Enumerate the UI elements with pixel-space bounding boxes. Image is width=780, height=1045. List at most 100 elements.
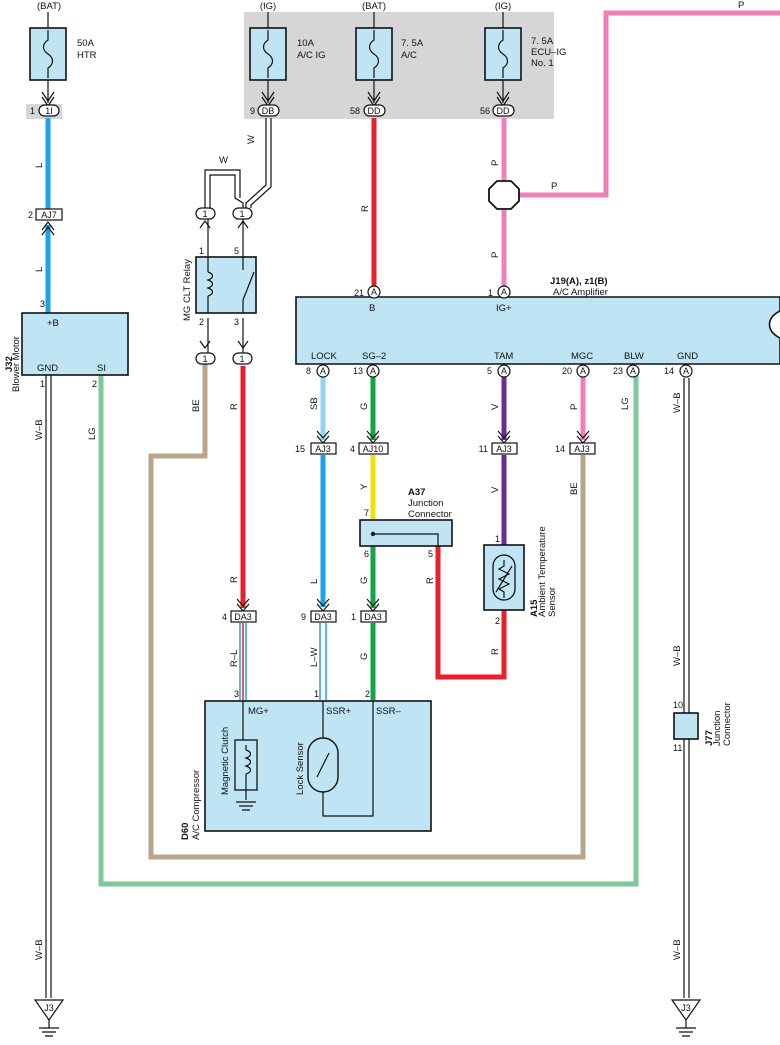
pin-number: 7 bbox=[364, 508, 369, 518]
wire-label-v: V bbox=[490, 403, 501, 410]
connector-aj3-lock: AJ3 15 bbox=[295, 430, 337, 455]
relay-connector-bottom-left: 1 bbox=[195, 340, 216, 365]
connector-rect bbox=[230, 610, 257, 623]
ground-triangle bbox=[33, 999, 65, 1022]
wire-pink-3 bbox=[519, 10, 780, 198]
wire-w-relay-a bbox=[204, 169, 241, 208]
wire-label-wb: W–B bbox=[34, 939, 45, 960]
connector-pill bbox=[257, 104, 280, 117]
junction-octagon bbox=[488, 180, 520, 210]
component-id: J32 bbox=[4, 356, 15, 372]
fuse-source-label: (BAT) bbox=[37, 1, 61, 12]
wire-label-wb: W–B bbox=[672, 939, 683, 960]
pin-number: 15 bbox=[295, 444, 305, 454]
connector-da3-r: DA3 4 bbox=[222, 598, 257, 623]
pin-number: 5 bbox=[234, 246, 239, 256]
pin-label-mg: MG+ bbox=[248, 706, 269, 717]
pin-circle bbox=[576, 364, 590, 378]
pin-number: 8 bbox=[306, 366, 311, 376]
connector-label: DA3 bbox=[314, 612, 332, 622]
wire-label-be: BE bbox=[191, 399, 202, 412]
pin-label-plus-b: +B bbox=[47, 318, 59, 329]
lock-sensor-return bbox=[322, 701, 374, 817]
wire-lg bbox=[98, 374, 639, 887]
wire-label-w: W bbox=[246, 135, 257, 144]
component-id: D60 bbox=[180, 823, 191, 840]
pin-label-lock: LOCK bbox=[311, 351, 338, 362]
compressor-box bbox=[204, 700, 432, 832]
wire-w-relay-b bbox=[209, 174, 244, 208]
pin-number: 2 bbox=[92, 379, 97, 389]
arrow-down-icon bbox=[199, 340, 211, 350]
pin-label: IG+ bbox=[496, 303, 512, 314]
pin-number: 1 bbox=[199, 246, 204, 256]
wire-label-g: G bbox=[359, 653, 370, 660]
wire-label-p-top: P bbox=[738, 0, 744, 11]
connector-label: AJ3 bbox=[315, 444, 331, 454]
blower-motor: +B GND SI J32 Blower Motor bbox=[4, 312, 129, 392]
connector-label: A bbox=[630, 366, 636, 376]
connector-label: A bbox=[501, 287, 507, 297]
wire-label-g: G bbox=[359, 403, 370, 410]
pin-number: 2 bbox=[495, 616, 500, 626]
pin-number: 21 bbox=[354, 288, 364, 298]
pin-number: 23 bbox=[613, 366, 623, 376]
connector-label: A bbox=[320, 366, 326, 376]
pin-number: 5 bbox=[428, 549, 433, 559]
connector-label: DA3 bbox=[364, 612, 382, 622]
connector-pill bbox=[492, 104, 515, 117]
pin-number: 13 bbox=[353, 366, 363, 376]
fuse-name: HTR bbox=[77, 50, 97, 61]
junction-dot-icon bbox=[370, 531, 376, 537]
ac-compressor: 3 1 2 MG+ SSR+ SSR– Magnetic Clutch Lock… bbox=[180, 689, 432, 840]
connector-label: DD bbox=[497, 106, 510, 116]
fuse-source-label: (IG) bbox=[260, 1, 276, 12]
ground-label: J3 bbox=[44, 1003, 54, 1013]
pin-number: 2 bbox=[199, 317, 204, 327]
component-name-2: Sensor bbox=[547, 587, 558, 617]
connector-label: 1 bbox=[239, 209, 244, 219]
component-name-2: Connector bbox=[408, 509, 452, 520]
ground-label: J3 bbox=[681, 1003, 691, 1013]
connector-rect bbox=[358, 442, 389, 455]
connector-label: 1 bbox=[202, 209, 207, 219]
lock-sensor-slash bbox=[316, 752, 330, 778]
pin-circle bbox=[626, 364, 640, 378]
component-name: A/C Compressor bbox=[191, 770, 202, 840]
pin-number: 1 bbox=[314, 689, 319, 699]
pin-label-mgc: MGC bbox=[571, 351, 593, 362]
connector-label: AJ10 bbox=[363, 444, 384, 454]
connector-da3-l: DA3 9 bbox=[301, 598, 337, 623]
component-name: A/C Amplifier bbox=[553, 287, 608, 298]
wire-label-wb: W–B bbox=[672, 645, 683, 666]
wire-label-p: P bbox=[569, 404, 580, 410]
connector-pill bbox=[38, 104, 60, 117]
fuse-icon bbox=[497, 30, 509, 78]
arrow-up-icon bbox=[41, 221, 55, 236]
connector-aj3-tam: AJ3 11 bbox=[479, 430, 518, 455]
pin-circle bbox=[497, 285, 511, 299]
clutch-label: Magnetic Clutch bbox=[220, 727, 231, 795]
wire-label-sb: SB bbox=[309, 397, 320, 410]
sensor-element bbox=[492, 554, 516, 601]
connector-label: 1I bbox=[45, 106, 53, 116]
wire-label-r: R bbox=[360, 205, 371, 212]
relay-connector-top-left: 1 bbox=[195, 207, 216, 229]
pin-number: 9 bbox=[301, 612, 306, 622]
blower-motor-box bbox=[21, 312, 129, 376]
component-id: J77 bbox=[704, 730, 715, 746]
wire-w-fuse-a bbox=[245, 118, 267, 208]
fuse-50a-htr: (BAT) 50A HTR 1I 1 bbox=[29, 1, 97, 117]
pin-number: 4 bbox=[222, 612, 227, 622]
relay-connector-top-right: 1 bbox=[232, 207, 253, 229]
pin-label-sg2: SG–2 bbox=[362, 351, 386, 362]
wire-label-l-1: L bbox=[34, 163, 45, 168]
connector-label: DD bbox=[368, 106, 381, 116]
component-name: MG CLT Relay bbox=[182, 259, 193, 321]
component-name: Junction bbox=[712, 711, 723, 746]
pin-number: 1 bbox=[351, 612, 356, 622]
relay-switch-icon bbox=[242, 271, 255, 301]
connector-label: AJ3 bbox=[574, 444, 590, 454]
clutch-coil-icon bbox=[244, 749, 252, 775]
fuse-7-5a-ac: (BAT) 7. 5A A/C DD 58 bbox=[350, 1, 424, 117]
